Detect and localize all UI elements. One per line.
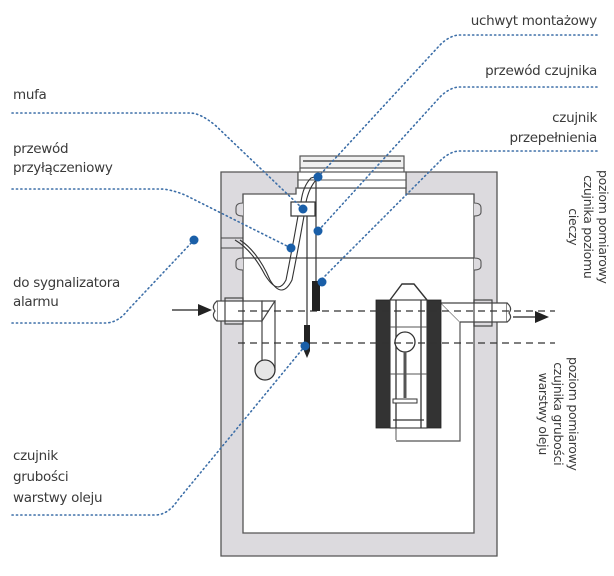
dot-czujnik-grubosci [300,341,310,351]
label-poziom-cieczy: poziom pomiarowy czujnika poziomu cieczy [566,170,611,284]
dot-czujnik-przepelnienia [317,277,327,287]
label-mufa: mufa [13,87,47,103]
dot-do-sygnalizatora [189,235,199,245]
manhole-cover [297,155,407,189]
label-przewod-czujnika: przewód czujnika [485,63,597,79]
leader-mufa [11,112,304,210]
outlet-pipe [396,299,549,442]
leader-do-sygnalizatora [11,239,195,324]
leader-przewod-czujnika [317,86,598,232]
leader-czujnik-grubosci [11,345,306,516]
tank-body [220,171,498,557]
wall-notch [473,194,482,271]
overflow-sensor-body [312,281,320,311]
leader-uchwyt [317,34,598,178]
coalescing-filter [375,283,442,440]
oil-sensor-body [304,325,310,351]
wall-notch [235,194,244,271]
label-przewod-przylaczeniowy: przewód przyłączeniowy [13,141,113,176]
label-uchwyt-montazowy: uchwyt montażowy [470,13,598,29]
leader-lines [11,34,598,516]
dot-mufa [298,204,308,214]
label-poziom-oleju: poziom pomiarowy czujnika grubości warst… [536,357,581,471]
dot-przewod-przylaczeniowy [286,243,296,253]
label-do-sygnalizatora-alarmu: do sygnalizatora alarmu [13,275,120,310]
outflow-arrow [535,311,549,323]
dot-uchwyt [313,172,323,182]
sensor-assembly [234,175,320,358]
label-czujnik-grubosci: czujnik grubości warstwy oleju [13,448,103,506]
callout-dots [189,172,327,351]
label-czujnik-przepelnienia: czujnik przepełnienia [509,110,597,146]
leader-czujnik-przepelnienia [319,150,598,282]
dot-przewod-czujnika [313,226,323,236]
inflow-arrow [172,304,212,316]
leader-przewod-przylaczeniowy [11,188,292,249]
